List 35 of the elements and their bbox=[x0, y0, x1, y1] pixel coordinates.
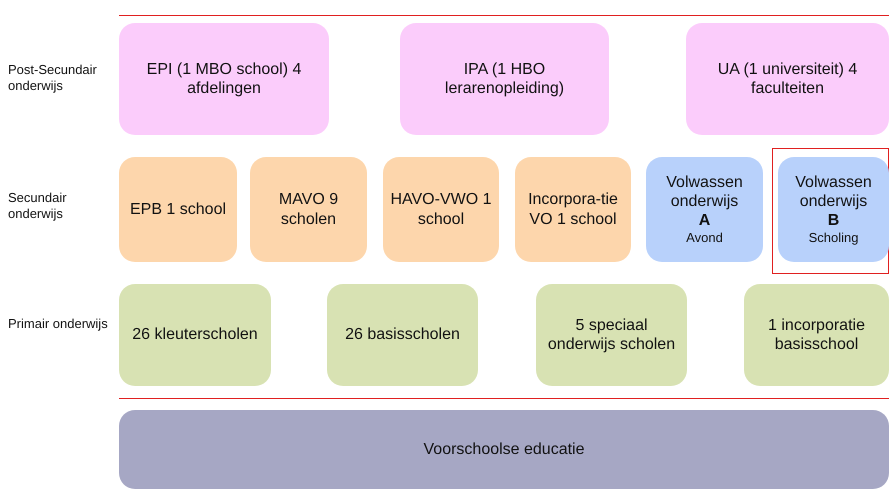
box-text: 1 incorporatie basisschool bbox=[767, 316, 866, 354]
group-letter: A bbox=[698, 211, 710, 230]
school-box bbox=[686, 23, 889, 135]
level-label: Post-Secundair onderwijs bbox=[8, 62, 98, 94]
subtitle: Avond bbox=[686, 230, 723, 246]
box-text: Volwassen onderwijs bbox=[794, 172, 873, 212]
school-box bbox=[119, 410, 889, 489]
school-box bbox=[119, 157, 237, 262]
school-box bbox=[515, 157, 631, 262]
box-text: IPA (1 HBO lerarenopleiding) bbox=[444, 60, 566, 98]
school-box bbox=[400, 23, 609, 135]
box-text: MAVO 9 scholen bbox=[278, 190, 340, 229]
level-label: Primair onderwijs bbox=[8, 316, 108, 332]
group-letter: B bbox=[828, 211, 840, 230]
subtitle: Scholing bbox=[808, 230, 858, 246]
school-box bbox=[119, 23, 329, 135]
level-label: Secundair onderwijs bbox=[8, 190, 68, 222]
school-box bbox=[119, 284, 271, 386]
box-text: 26 basisscholen bbox=[345, 325, 460, 345]
school-box bbox=[383, 157, 499, 262]
box-text: HAVO-VWO 1 school bbox=[389, 190, 493, 229]
box-text: Incorpora-tie VO 1 school bbox=[527, 190, 619, 229]
box-text: EPI (1 MBO school) 4 afdelingen bbox=[146, 60, 302, 98]
box-text: EPB 1 school bbox=[130, 200, 226, 220]
box-text: 5 speciaal onderwijs scholen bbox=[546, 316, 676, 354]
school-box bbox=[250, 157, 367, 262]
box-text: Voorschoolse educatie bbox=[424, 440, 584, 460]
school-box bbox=[646, 157, 763, 262]
school-box bbox=[327, 284, 478, 386]
school-box bbox=[778, 157, 889, 262]
school-box bbox=[536, 284, 687, 386]
school-box bbox=[744, 284, 889, 386]
box-text: UA (1 universiteit) 4 faculteiten bbox=[716, 60, 858, 98]
box-text: 26 kleuterscholen bbox=[132, 325, 258, 345]
box-text: Volwassen onderwijs bbox=[665, 172, 744, 212]
